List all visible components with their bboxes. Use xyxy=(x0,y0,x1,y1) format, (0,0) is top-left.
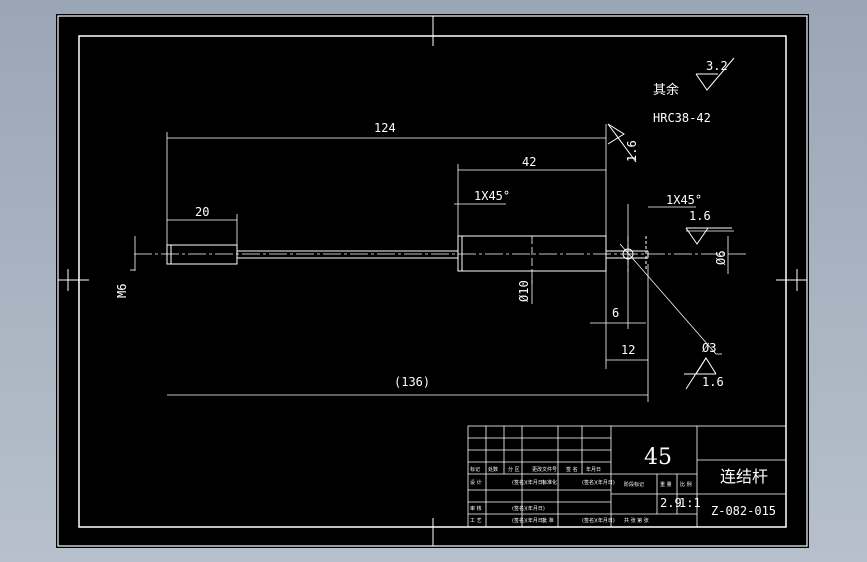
dim-large-length: 42 xyxy=(522,155,536,169)
roughness-symbols xyxy=(607,57,735,390)
part-name: 连结杆 xyxy=(720,467,768,486)
part-outline xyxy=(166,235,649,272)
hardness-note: HRC38-42 xyxy=(653,111,711,125)
dim-chamfer-right: 1X45° xyxy=(666,193,702,207)
dim-small-diameter: Ø6 xyxy=(714,251,728,265)
tb-label-d2: 批 准 xyxy=(542,517,554,524)
scale-value: 1:1 xyxy=(679,496,701,510)
tb-label-b0: 设 计 xyxy=(470,479,482,486)
dim-end-length: 12 xyxy=(621,343,635,357)
tb-label-b3: (签名)(年月日) xyxy=(582,479,615,486)
tb-label-c0: 审 核 xyxy=(470,505,482,512)
drawing-canvas: 其余 3.2 HRC38-42 1.6 1.6 1.6 124 42 20 1X… xyxy=(57,15,808,547)
tb-label-a2: 分 区 xyxy=(508,466,520,473)
roughness-general-value: 3.2 xyxy=(706,59,728,73)
dim-large-diameter: Ø10 xyxy=(517,280,531,302)
tb-label-d1: (签名)(年月日) xyxy=(512,517,545,524)
dim-hole-diameter: Ø3 xyxy=(702,341,716,355)
tb-label-a5: 年月日 xyxy=(586,466,601,473)
dim-total: 124 xyxy=(374,121,396,135)
tb-label-c1: (签名)(年月日) xyxy=(512,505,545,512)
tb-label-a4: 签 名 xyxy=(566,466,578,473)
dimension-lines xyxy=(130,124,734,402)
roughness-face-value: 1.6 xyxy=(625,140,639,162)
sheet-label: 共 张 第 张 xyxy=(624,517,649,524)
roughness-prefix: 其余 xyxy=(653,82,679,98)
tb-label-a0: 标记 xyxy=(470,466,480,473)
cad-viewport[interactable]: 其余 3.2 HRC38-42 1.6 1.6 1.6 124 42 20 1X… xyxy=(56,14,809,548)
tb-label-b1: (签名)(年月日) xyxy=(512,479,545,486)
weight-label: 重 量 xyxy=(660,481,672,488)
roughness-hole-value: 1.6 xyxy=(702,375,724,389)
dim-chamfer-left: 1X45° xyxy=(474,189,510,203)
dim-thread-length: 20 xyxy=(195,205,209,219)
tb-label-d0: 工 艺 xyxy=(470,518,482,524)
scale-label: 比 例 xyxy=(680,481,692,488)
stage-label: 阶段标记 xyxy=(624,481,644,488)
dim-thread: M6 xyxy=(115,284,129,298)
title-block xyxy=(467,425,787,528)
weight-value: 2.9 xyxy=(660,496,682,510)
tb-label-a3: 更改文件号 xyxy=(532,466,557,473)
dim-hole-pos: 6 xyxy=(612,306,619,320)
centering-marks xyxy=(58,16,807,546)
inner-frame xyxy=(78,35,787,528)
drawing-number: Z-082-015 xyxy=(711,504,776,518)
dim-ref-length: (136) xyxy=(394,375,430,389)
tb-label-d3: (签名)(年月日) xyxy=(582,517,615,524)
tb-label-a1: 处数 xyxy=(488,466,498,473)
outer-frame xyxy=(57,15,808,547)
roughness-right-value: 1.6 xyxy=(689,209,711,223)
tb-label-b2: 标准化 xyxy=(542,479,557,486)
material-label: 45 xyxy=(644,445,672,470)
